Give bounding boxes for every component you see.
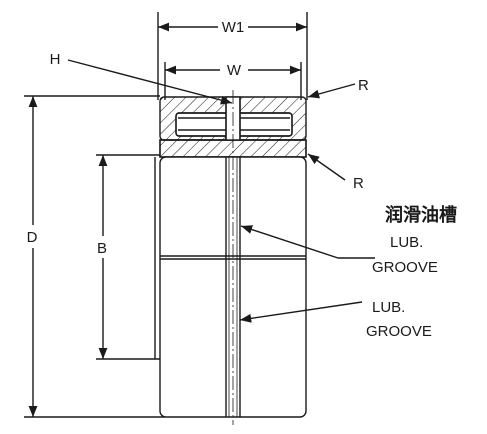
- inner-ring-body: [154, 156, 307, 418]
- d-label: D: [27, 229, 38, 246]
- b-label: B: [97, 240, 107, 257]
- labels: W1 W H R R D B 润滑油槽 LUB. GROOVE LUB. GRO…: [27, 19, 457, 340]
- lub-groove-cn-label: 润滑油槽: [385, 204, 457, 226]
- w1-label: W1: [222, 19, 245, 36]
- leader-lines: [67, 59, 375, 323]
- lub-groove-2-line1: LUB.: [372, 299, 405, 316]
- r-mid-label: R: [353, 175, 364, 192]
- r-top-label: R: [358, 77, 369, 94]
- lub-groove-1-line2: GROOVE: [372, 259, 438, 276]
- lub-groove-2-line2: GROOVE: [366, 323, 432, 340]
- h-label: H: [50, 51, 61, 68]
- lub-groove-1-line1: LUB.: [390, 234, 423, 251]
- w-label: W: [227, 62, 242, 79]
